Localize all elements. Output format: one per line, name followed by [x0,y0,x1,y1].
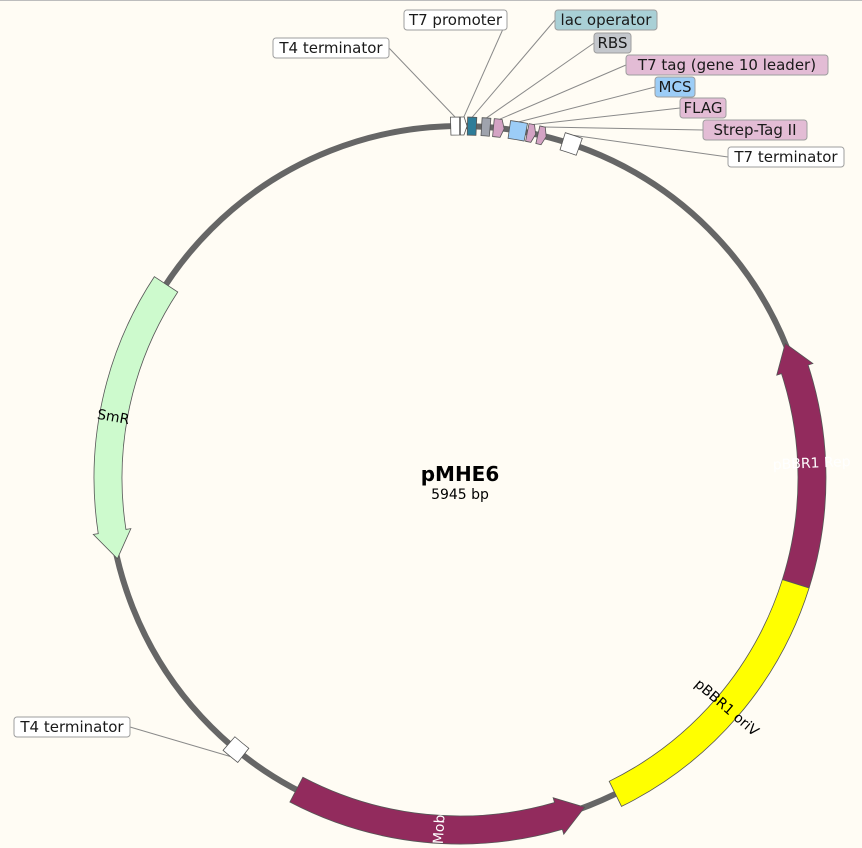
mob-feature[interactable] [289,776,586,845]
rbs-callout-text: RBS [598,34,628,52]
flag-feature[interactable] [525,123,537,143]
mcs-callout-box[interactable] [654,76,696,98]
strep-tag-callout-text: Strep-Tag II [713,121,796,139]
pbbr1-oriv-feature[interactable] [608,579,810,807]
mcs-feature[interactable] [507,120,528,142]
smr-label: SmR [96,407,131,428]
t7-terminator-leader-line [573,134,729,158]
t7-tag-callout-text: T7 tag (gene 10 leader) [637,56,816,74]
rbs-leader-line [486,42,595,119]
lac-operator-leader-line [471,19,556,118]
strep-tag-callout-box[interactable] [702,119,808,141]
t7-promoter-feature[interactable] [459,116,468,136]
rbs-feature[interactable] [480,117,492,137]
t4-terminator-bottom-callout-text: T4 terminator [19,718,124,736]
flag-callout-box[interactable] [679,97,727,119]
rbs-callout-box[interactable] [593,32,632,54]
t7-terminator-callout-text: T7 terminator [733,148,838,166]
t4-terminator-top-feature[interactable] [450,116,461,136]
lac-operator-callout-text: lac operator [561,11,653,29]
flag-leader-line [533,107,681,126]
t4-terminator-bottom-feature[interactable] [222,736,250,764]
label-leader-lines [129,19,729,757]
lac-operator-feature[interactable] [466,116,478,136]
pbbr1-rep-label: pBBR1 Rep [773,454,852,473]
t7-terminator-feature[interactable] [559,132,583,156]
t4-terminator-top-leader-line [388,47,456,118]
t7-promoter-callout-text: T7 promoter [408,11,503,29]
t4-terminator-bottom-leader-line [129,726,231,757]
strep-tag-leader-line [544,126,704,131]
t7-tag-feature[interactable] [492,118,505,138]
smr-feature[interactable] [92,276,179,560]
t7-tag-leader-line [499,64,627,120]
t7-terminator-callout-box[interactable] [727,146,845,168]
mob-label: Mob [431,814,449,845]
t4-terminator-bottom-callout-box[interactable] [13,716,131,738]
t4-terminator-top-callout-box[interactable] [272,37,390,59]
flag-callout-text: FLAG [684,99,723,117]
mcs-leader-line [518,86,656,123]
t4-terminator-top-callout-text: T4 terminator [278,39,383,57]
plasmid-size: 5945 bp [431,487,489,503]
plasmid-name: pMHE6 [421,462,500,486]
strep-tag-feature[interactable] [535,125,547,146]
lac-operator-callout-box[interactable] [554,9,658,31]
t7-promoter-callout-box[interactable] [403,9,508,31]
t7-promoter-leader-line [463,19,508,118]
t7-tag-callout-box[interactable] [625,54,829,76]
mcs-callout-text: MCS [659,78,692,96]
